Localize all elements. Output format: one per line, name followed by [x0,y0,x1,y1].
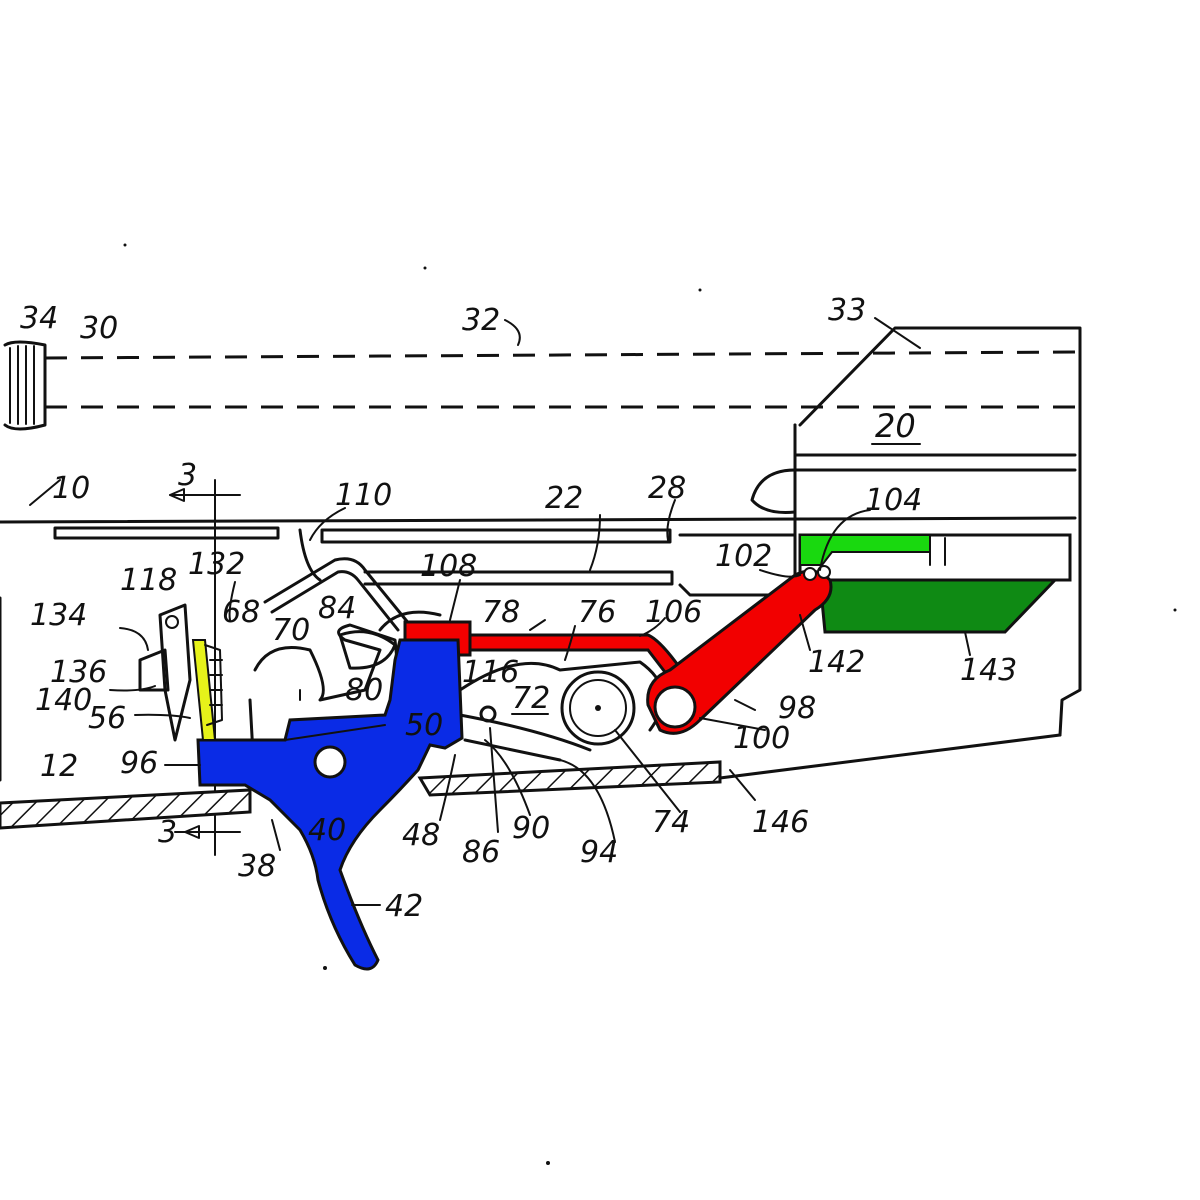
label-3-top: 3 [178,458,197,493]
label-146: 146 [752,805,809,840]
sear-block-dark [818,578,1059,634]
safety-lever-118 [138,603,223,742]
label-136: 136 [50,655,107,690]
label-42: 42 [385,889,423,924]
label-106: 106 [645,595,702,630]
label-50: 50 [405,708,443,743]
leader-lines [29,317,971,906]
label-104: 104 [865,483,922,518]
label-38: 38 [238,849,276,884]
label-10: 10 [52,471,90,506]
label-70: 70 [272,613,310,648]
label-96: 96 [120,746,158,781]
label-78: 78 [482,595,520,630]
trigger-38 [196,638,464,971]
label-100: 100 [733,721,790,756]
label-116: 116 [462,655,519,690]
sear-plate-104 [798,533,1072,634]
safety-strip-132 [191,639,217,741]
receiver-body [0,326,1082,782]
label-118: 118 [120,563,177,598]
label-34: 34 [20,301,58,336]
connector-linkage-76 [403,565,833,735]
label-102: 102 [715,539,772,574]
label-94: 94 [580,835,618,870]
label-98: 98 [778,691,816,726]
scan-specks [123,243,1177,1165]
label-12: 12 [40,749,78,784]
label-22: 22 [545,481,583,516]
label-72: 72 [512,681,550,716]
label-33: 33 [828,293,866,328]
label-40: 40 [308,813,346,848]
barrel-outline [3,340,1076,431]
label-74: 74 [652,805,690,840]
label-32: 32 [462,303,500,338]
label-80: 80 [345,673,383,708]
label-110: 110 [335,478,392,513]
safety-wire-110 [263,557,412,632]
label-90: 90 [512,811,550,846]
reference-numerals: 34 30 32 33 20 10 3 3 110 22 28 104 102 … [20,293,1017,924]
label-68: 68 [222,595,260,630]
label-84: 84 [318,591,356,626]
label-56: 56 [88,701,126,736]
label-3-bottom: 3 [158,815,177,850]
label-30: 30 [80,311,118,346]
label-140: 140 [35,683,92,718]
label-143: 143 [960,653,1017,688]
label-132: 132 [188,547,245,582]
label-48: 48 [402,818,440,853]
label-142: 142 [808,645,865,680]
label-86: 86 [462,835,500,870]
label-108: 108 [420,549,477,584]
sear-plate-light [799,534,931,566]
label-134: 134 [30,598,87,633]
label-20: 20 [875,407,916,445]
label-76: 76 [578,595,616,630]
label-28: 28 [648,471,686,506]
